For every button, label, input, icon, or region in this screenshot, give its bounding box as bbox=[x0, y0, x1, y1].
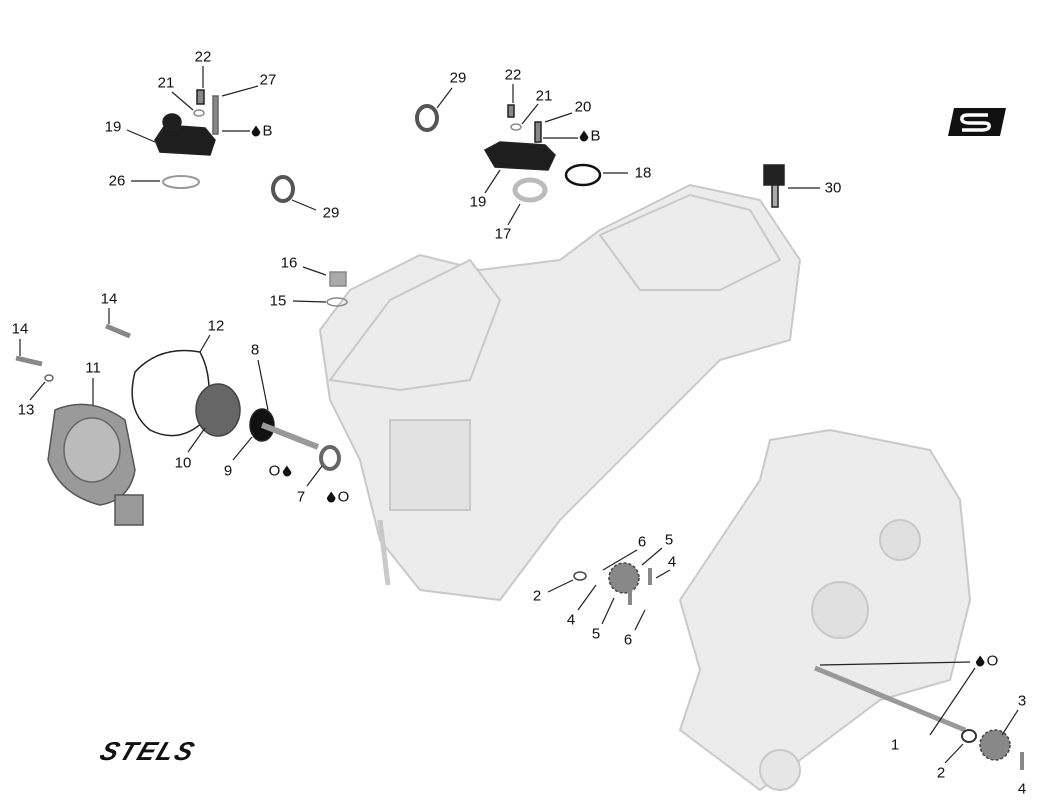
callout-6: 6 bbox=[637, 533, 647, 551]
callout-3: 3 bbox=[1017, 692, 1027, 710]
callout-22: 22 bbox=[504, 66, 522, 84]
callout-4: 4 bbox=[566, 611, 576, 629]
note-label: B bbox=[262, 122, 273, 140]
callout-2: 2 bbox=[936, 764, 946, 782]
lubricant-note-b: B bbox=[251, 122, 273, 140]
callout-4: 4 bbox=[667, 553, 677, 571]
callout-11: 11 bbox=[85, 359, 101, 377]
callout-22: 22 bbox=[194, 48, 212, 66]
lubricant-note-b: B bbox=[579, 127, 601, 145]
parts bbox=[15, 89, 1024, 770]
callout-4: 4 bbox=[1017, 780, 1027, 798]
callout-29: 29 bbox=[322, 204, 340, 222]
note-label: O bbox=[986, 652, 999, 670]
callout-26: 26 bbox=[108, 172, 126, 190]
callout-29: 29 bbox=[449, 69, 467, 87]
lubricant-note-o: O bbox=[326, 488, 350, 506]
note-label: O bbox=[268, 462, 281, 480]
stels-brand-logo: STELS bbox=[96, 738, 200, 766]
callout-19: 19 bbox=[104, 118, 122, 136]
callout-30: 30 bbox=[824, 179, 842, 197]
callout-2: 2 bbox=[532, 587, 542, 605]
callout-14: 14 bbox=[100, 290, 118, 308]
engine-crankcase bbox=[678, 428, 972, 792]
callout-27: 27 bbox=[259, 71, 277, 89]
callout-18: 18 bbox=[634, 164, 652, 182]
callout-20: 20 bbox=[574, 98, 592, 116]
oil-drop-icon bbox=[326, 491, 336, 503]
callout-13: 13 bbox=[17, 401, 35, 419]
oil-drop-icon bbox=[975, 655, 985, 667]
oil-drop-icon bbox=[251, 125, 261, 137]
callout-9: 9 bbox=[223, 462, 233, 480]
callout-15: 15 bbox=[269, 292, 287, 310]
engine-cylinder-block bbox=[318, 183, 802, 602]
callout-21: 21 bbox=[535, 87, 553, 105]
callout-5: 5 bbox=[664, 531, 674, 549]
callout-7: 7 bbox=[296, 488, 306, 506]
callout-17: 17 bbox=[494, 225, 512, 243]
oil-drop-icon bbox=[282, 465, 292, 477]
lubricant-note-o: O bbox=[975, 652, 999, 670]
callout-14: 14 bbox=[11, 320, 29, 338]
callout-10: 10 bbox=[174, 454, 192, 472]
callout-1: 1 bbox=[890, 736, 900, 754]
brand-s-logo bbox=[948, 108, 1006, 136]
leader-lines bbox=[19, 66, 1019, 764]
oil-drop-icon bbox=[579, 130, 589, 142]
callout-16: 16 bbox=[280, 254, 298, 272]
lubricant-note-o: O bbox=[269, 464, 292, 479]
note-label: B bbox=[590, 127, 601, 145]
callout-8: 8 bbox=[250, 341, 260, 359]
callout-19: 19 bbox=[469, 193, 487, 211]
callout-5: 5 bbox=[591, 625, 601, 643]
callout-6: 6 bbox=[623, 631, 633, 649]
note-label: O bbox=[337, 488, 350, 506]
svg-text:STELS: STELS bbox=[96, 738, 200, 766]
callout-21: 21 bbox=[157, 74, 175, 92]
callout-12: 12 bbox=[207, 317, 225, 335]
